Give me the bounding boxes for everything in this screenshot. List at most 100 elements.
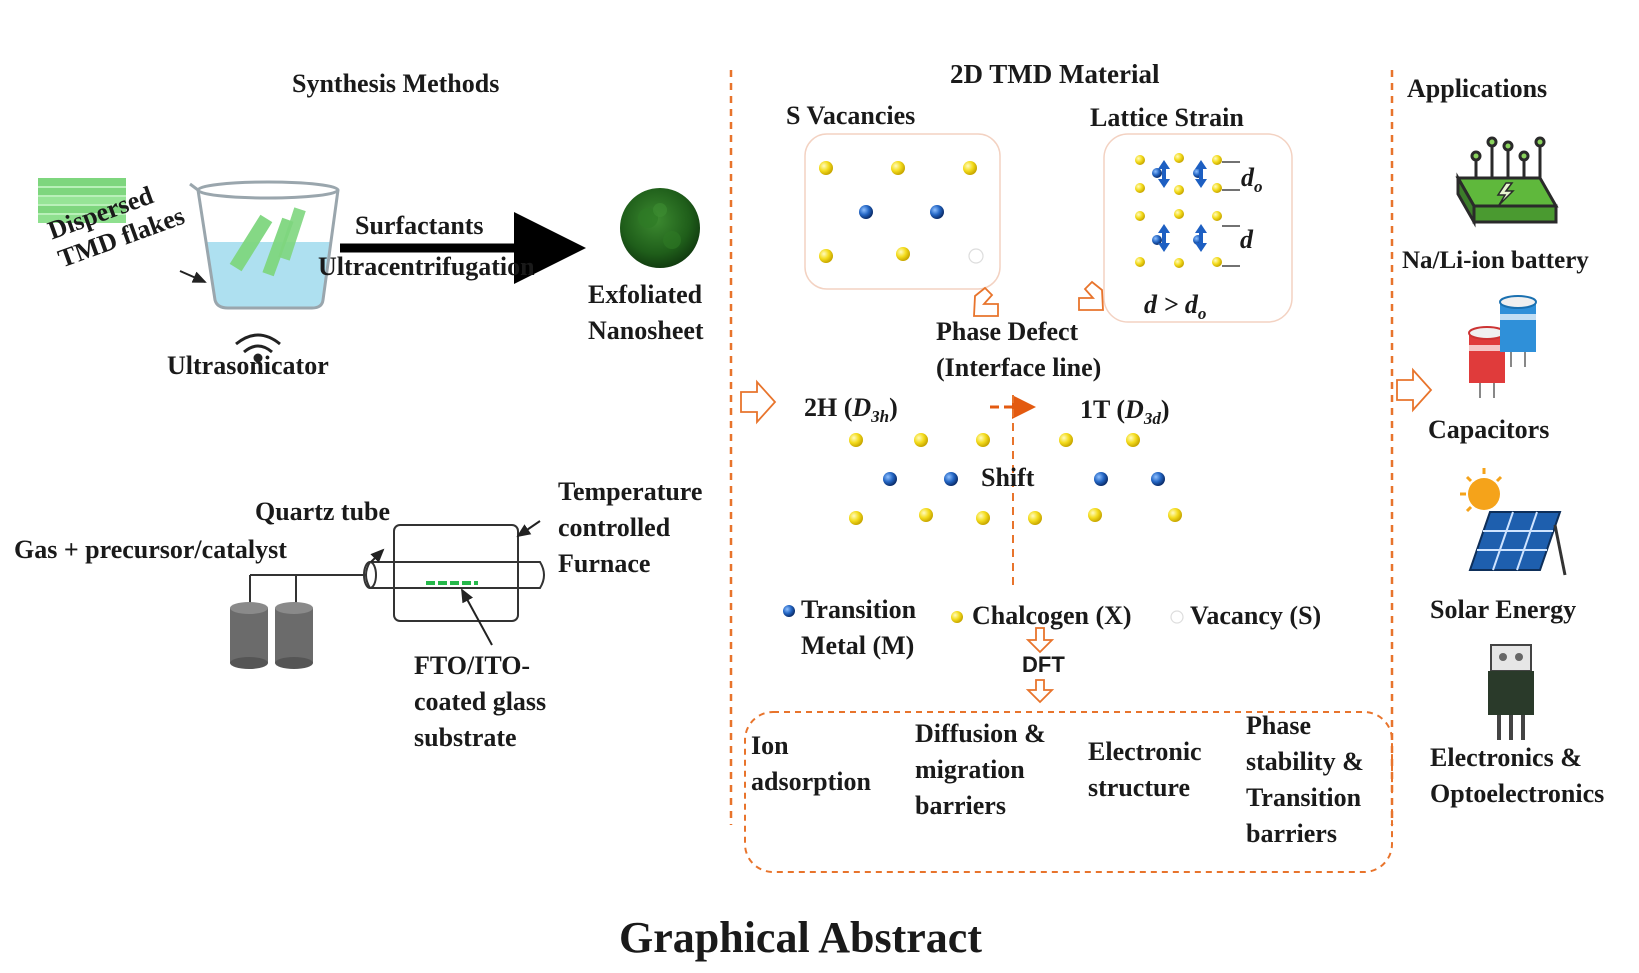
chalcogen-atom [963, 161, 977, 175]
s-vacancies-label: S Vacancies [786, 101, 916, 130]
legend-chalcogen-dot [951, 611, 963, 623]
footer-title: Graphical Abstract [619, 913, 982, 962]
metal-atom [1152, 168, 1162, 178]
dft-output-diffusion: Diffusion & migration barriers [915, 719, 1046, 820]
phase-1t-label: 1T (D3d) [1080, 392, 1169, 431]
lattice-strain-label: Lattice Strain [1090, 103, 1244, 132]
hollow-arrow-icons [740, 280, 1433, 704]
d-relation-label: d > do [1144, 287, 1206, 326]
chalcogen-atom [1174, 258, 1184, 268]
applications-title: Applications [1407, 74, 1548, 103]
metal-atom [1152, 235, 1162, 245]
dft-output-box [744, 711, 1393, 873]
cvd-furnace-icon [249, 520, 545, 646]
material-title: 2D TMD Material [950, 59, 1160, 89]
chalcogen-atom [1135, 183, 1145, 193]
chalcogen-atom [819, 161, 833, 175]
chalcogen-atom [1174, 185, 1184, 195]
chalcogen-atom [1059, 433, 1073, 447]
chalcogen-atom [1135, 155, 1145, 165]
chalcogen-atom [976, 511, 990, 525]
phase-defect-label: Phase Defect (Interface line) [936, 317, 1102, 382]
metal-atom [930, 205, 944, 219]
chalcogen-atom [914, 433, 928, 447]
application-label-battery: Na/Li-ion battery [1402, 247, 1589, 274]
synthesis-title: Synthesis Methods [292, 69, 500, 98]
phase-1t-text: 1T ( [1080, 395, 1126, 424]
ultrasonicator-label: Ultrasonicator [167, 351, 329, 380]
chalcogen-atom [1174, 209, 1184, 219]
surfactants-label: Surfactants [355, 211, 484, 240]
flake-pointer-arrow [179, 270, 207, 283]
phase-2h-subscript: 3h [871, 407, 890, 427]
ultrasound-wave-icon [235, 333, 281, 363]
gas-precursor-label: Gas + precursor/catalyst [14, 535, 287, 564]
atom-layer [783, 153, 1222, 624]
chalcogen-atom [1212, 183, 1222, 193]
phase-1t-subscript: 3d [1143, 409, 1161, 429]
d0-subscript: o [1254, 177, 1263, 197]
d-relation-subscript: o [1197, 304, 1207, 324]
nanosheet-icon [620, 188, 700, 268]
flake-stack-icon [38, 178, 126, 223]
dft-output-electronic: Electronic structure [1088, 737, 1202, 802]
lattice-strain-panel [1103, 133, 1293, 323]
chalcogen-atom [1028, 511, 1042, 525]
capacitor-icon [1468, 295, 1537, 398]
metal-atom [859, 205, 873, 219]
chalcogen-atom [1135, 257, 1145, 267]
legend-metal-dot [783, 605, 795, 617]
application-label-electronics: Electronics & Optoelectronics [1430, 743, 1605, 808]
application-label-solar: Solar Energy [1430, 595, 1577, 624]
chalcogen-atom [976, 433, 990, 447]
phase-2h-label: 2H (D3h) [804, 390, 898, 429]
chalcogen-atom [1135, 211, 1145, 221]
chalcogen-atom [849, 433, 863, 447]
battery-chip-icon [1455, 136, 1559, 228]
vacancy-site [968, 248, 984, 264]
quartz-tube-label: Quartz tube [255, 497, 391, 526]
chalcogen-atom [1126, 433, 1140, 447]
metal-atom [883, 472, 897, 486]
gas-cylinder-icon [230, 602, 313, 669]
chalcogen-atom [1174, 153, 1184, 163]
d0-label: do [1241, 160, 1263, 199]
shift-label: Shift [981, 463, 1035, 492]
ultracentrifugation-label: Ultracentrifugation [318, 252, 535, 281]
chalcogen-atom [1168, 508, 1182, 522]
spacing-brackets [1222, 161, 1240, 267]
legend-vacancy-dot [1170, 610, 1184, 624]
chalcogen-atom [896, 247, 910, 261]
chalcogen-atom [919, 508, 933, 522]
phase-1t-close: ) [1160, 395, 1170, 424]
strain-arrows [1158, 160, 1207, 252]
s-vacancy-panel [804, 133, 1001, 290]
dft-label: DFT [1022, 652, 1065, 677]
chalcogen-atom [849, 511, 863, 525]
legend-vacancy-label: Vacancy (S) [1190, 601, 1322, 630]
metal-atom [1151, 472, 1165, 486]
metal-atom [1094, 472, 1108, 486]
chalcogen-atom [1212, 257, 1222, 267]
dft-output-ion-adsorption: Ion adsorption [751, 731, 871, 796]
substrate-label: FTO/ITO- coated glass substrate [414, 651, 547, 752]
d0-symbol: d [1241, 163, 1254, 192]
chalcogen-atom [891, 161, 905, 175]
metal-atom [944, 472, 958, 486]
beaker-icon [189, 180, 340, 310]
phase-2h-symbol: D [852, 393, 872, 422]
legend-metal-label: Transition Metal (M) [801, 595, 917, 660]
solar-panel-icon [1460, 468, 1567, 576]
phase-2h-text: 2H ( [804, 393, 853, 422]
application-label-capacitors: Capacitors [1428, 415, 1550, 444]
d-label: d [1240, 225, 1253, 254]
dft-output-phase-stability: Phase stability & Transition barriers [1246, 711, 1364, 848]
temperature-furnace-label: Temperature controlled Furnace [558, 477, 703, 578]
phase-1t-symbol: D [1125, 395, 1144, 424]
legend-chalcogen-label: Chalcogen (X) [972, 601, 1132, 630]
chalcogen-atom [1088, 508, 1102, 522]
chalcogen-atom [1212, 155, 1222, 165]
d-relation-text: d > d [1144, 290, 1198, 319]
chalcogen-atom [819, 249, 833, 263]
exfoliated-nanosheet-label: Exfoliated Nanosheet [588, 280, 704, 345]
